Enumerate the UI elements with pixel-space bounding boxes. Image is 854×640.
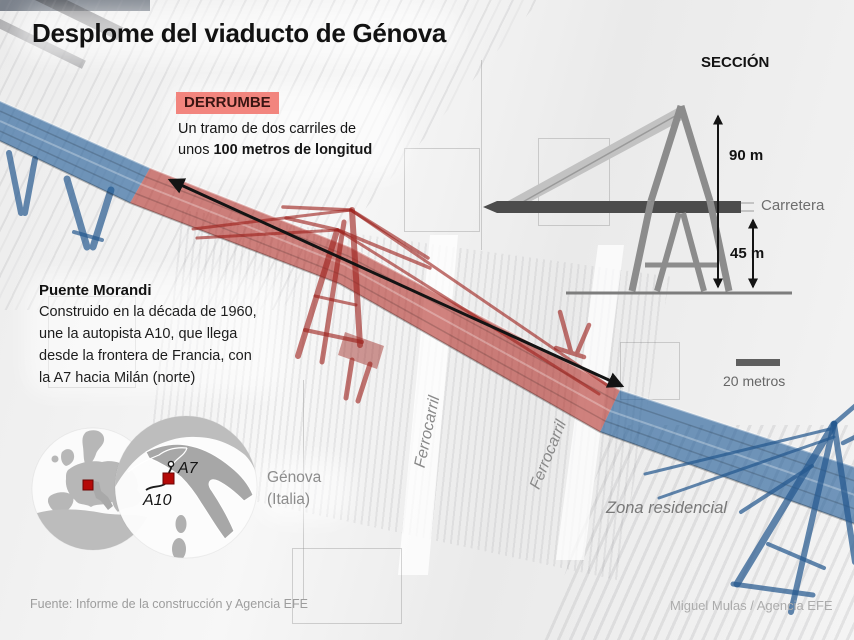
derrumbe-desc-line2: unos 100 metros de longitud: [178, 142, 373, 158]
photo-seam-line: [481, 60, 482, 250]
scale-bar: [736, 359, 780, 366]
motorway-a7-label: A7: [178, 460, 198, 477]
label-total-height: 90 m: [729, 147, 764, 164]
section-cables: [497, 106, 688, 213]
bridge-info-body: Construido en la década de 1960, une la …: [39, 301, 257, 389]
bridge-info-line: desde la frontera de Francia, con: [39, 348, 252, 364]
motorway-a10-line: [145, 483, 166, 491]
country-name: (Italia): [267, 491, 311, 508]
footer-source: Fuente: Informe de la construcción y Age…: [30, 597, 308, 611]
section-cable-line: [504, 110, 685, 213]
section-road-ticks: [741, 202, 754, 212]
photo-faint-rect: [292, 548, 402, 624]
collapsed-span-arrow: [167, 178, 625, 388]
city-name: Génova: [267, 469, 322, 486]
bridge-info-line: Construido en la década de 1960,: [39, 304, 257, 320]
bridge-info-heading: Puente Morandi: [39, 282, 152, 299]
page-title: Desplome del viaducto de Génova: [32, 18, 447, 48]
genoa-marker-italy: [162, 472, 175, 485]
motorway-a10-label: A10: [143, 492, 172, 509]
white-wash: [18, 8, 458, 60]
italy-landmass: [115, 416, 257, 558]
footer-credit: Miguel Mulas / Agencia EFE: [670, 598, 833, 613]
residential-zone-label: Zona residencial: [606, 499, 728, 517]
section-diagram: [483, 104, 792, 366]
standing-tower-right: [643, 403, 854, 615]
white-wash: [256, 458, 352, 522]
label-road: Carretera: [761, 197, 825, 214]
derrumbe-description: Un tramo de dos carriles de unos 100 met…: [178, 119, 372, 161]
section-road-deck: [483, 201, 741, 213]
city-label: Génova (Italia): [267, 467, 321, 511]
deck-standing-left: [0, 101, 150, 203]
bridge-info-line: une la autopista A10, que llega: [39, 326, 238, 342]
motorway-a7-endpoint: [167, 460, 175, 468]
section-heading: SECCIÓN: [701, 54, 770, 71]
standing-pier-left: [6, 150, 115, 251]
derrumbe-desc-line1: Un tramo de dos carriles de: [178, 121, 357, 137]
locator-maps: [31, 415, 258, 559]
label-deck-height: 45 m: [730, 245, 765, 262]
scale-label: 20 metros: [723, 373, 786, 389]
genoa-marker-europe: [82, 479, 94, 491]
derrumbe-tag: DERRUMBE: [176, 92, 279, 114]
bridge-info-line: la A7 hacia Milán (norte): [39, 370, 196, 386]
